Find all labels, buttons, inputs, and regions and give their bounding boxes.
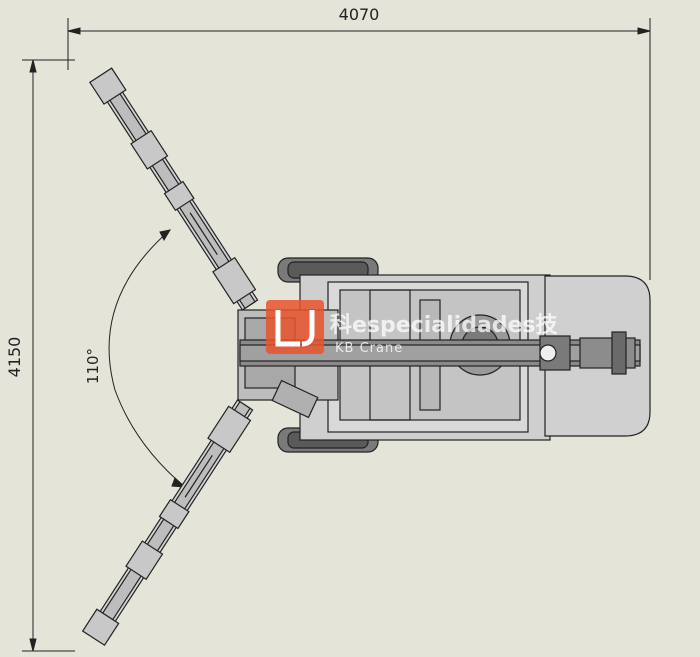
lower-outrigger-arm	[81, 399, 254, 647]
angle-arc	[108, 229, 187, 488]
upper-outrigger-arm	[89, 67, 259, 311]
logo-chinese-text: 科especialidades技	[330, 313, 559, 338]
height-dimension	[22, 59, 75, 652]
logo-english-text: KB Crane	[335, 341, 403, 356]
width-dimension	[67, 18, 651, 280]
width-dimension-label: 4070	[339, 5, 380, 24]
kb-crane-logo: 科especialidades技 KB Crane	[266, 300, 559, 356]
height-dimension-label: 4150	[5, 337, 24, 378]
angle-label: 110°	[84, 348, 102, 384]
